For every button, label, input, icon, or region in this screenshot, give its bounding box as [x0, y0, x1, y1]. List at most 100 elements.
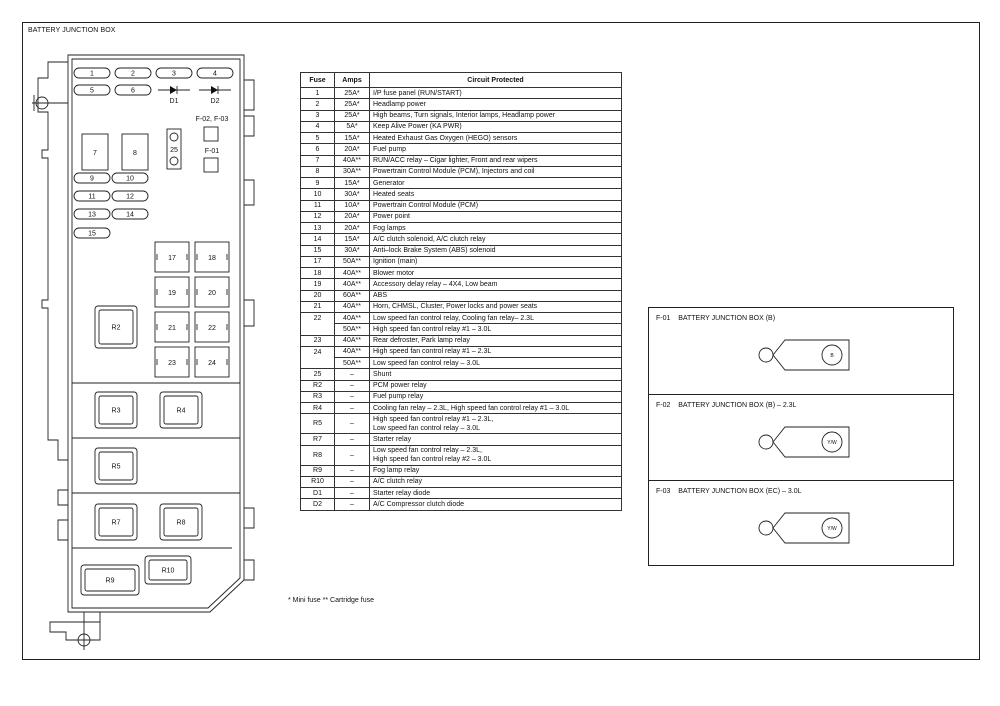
diode-label: D2: [211, 98, 220, 105]
amps-cell: –: [334, 433, 370, 446]
fuse-cell: 5: [300, 131, 335, 145]
fuse-label: 23: [168, 360, 176, 367]
fuse-cell: R2: [300, 379, 335, 392]
junction-box-outline: [32, 54, 255, 650]
circuit-cell: High speed fan control relay #1 – 2.3L, …: [369, 413, 622, 435]
fuse-cell: 18: [300, 266, 335, 280]
connector-f03: F-03 BATTERY JUNCTION BOX (EC) – 3.0L Y/…: [649, 480, 953, 566]
relay-outer: [94, 391, 138, 429]
amps-cell: 15A*: [334, 176, 370, 190]
fuse-cell: 7: [300, 154, 335, 167]
circuit-cell: A/C clutch solenoid, A/C clutch relay: [369, 233, 622, 246]
diode-symbol: [211, 86, 218, 94]
fuse-label: 17: [168, 255, 176, 262]
amps-cell: 50A**: [334, 255, 370, 269]
cartridge-fuse: [194, 276, 230, 308]
fuse-cell: R5: [300, 413, 335, 435]
circuit-cell: PCM power relay: [369, 379, 622, 392]
fuse-label: 13: [88, 212, 96, 219]
table-row: R5–High speed fan control relay #1 – 2.3…: [300, 413, 622, 435]
amps-cell: 30A**: [334, 165, 370, 179]
fuse-label: 24: [208, 360, 216, 367]
relay-label: R10: [162, 568, 175, 575]
header-circuit: Circuit Protected: [369, 72, 622, 88]
table-row: R4–Cooling fan relay – 2.3L, High speed …: [300, 401, 622, 415]
connector-f02: F-02 BATTERY JUNCTION BOX (B) – 2.3L Y/W: [649, 394, 953, 480]
amps-cell: 50A**: [334, 323, 370, 336]
circuit-cell: Low speed fan control relay – 3.0L: [369, 356, 622, 370]
fuse-cell: 3: [300, 109, 335, 122]
relay-outer: [94, 447, 138, 485]
relay-inner: [98, 395, 134, 425]
table-row: D1–Starter relay diode: [300, 486, 622, 500]
fuse-label: 20: [208, 290, 216, 297]
mini-fuse: [73, 172, 111, 184]
circuit-cell: Heated Exhaust Gas Oxygen (HEGO) sensors: [369, 131, 622, 145]
mini-fuse: [111, 190, 149, 202]
cartridge-fuse: [194, 311, 230, 343]
fuse-label: 2: [131, 71, 135, 78]
fuse-cell: 21: [300, 300, 335, 314]
circuit-cell: A/C Compressor clutch diode: [369, 498, 622, 511]
cartridge-fuse: [121, 133, 149, 171]
fuse-cell: R7: [300, 433, 335, 446]
relay-inner: [98, 507, 134, 537]
fuse-cell: 17: [300, 255, 335, 269]
table-row: R2–PCM power relay: [300, 379, 622, 392]
circuit-cell: Cooling fan relay – 2.3L, High speed fan…: [369, 401, 622, 415]
circuit-cell: Headlamp power: [369, 98, 622, 111]
amps-cell: 15A*: [334, 233, 370, 246]
connector-icon: Y/W: [758, 512, 850, 544]
amps-cell: 10A*: [334, 199, 370, 212]
table-row: 50A**High speed fan control relay #1 – 3…: [300, 323, 622, 336]
circuit-cell: Fog lamps: [369, 221, 622, 235]
housing-inner: [71, 58, 241, 609]
fuse-cell: 12: [300, 210, 335, 224]
fuse-cell: R8: [300, 444, 335, 466]
fuse-cell: 15: [300, 244, 335, 257]
fuse-label: 4: [213, 71, 217, 78]
connector-icon: Y/W: [758, 426, 850, 458]
housing-tab: [57, 489, 68, 506]
fuse-cell: R10: [300, 475, 335, 489]
connector-icon: B: [758, 339, 850, 371]
amps-cell: –: [334, 475, 370, 489]
circuit-cell: Low speed fan control relay – 2.3L, High…: [369, 444, 622, 466]
amps-cell: –: [334, 464, 370, 477]
fuse-label: 19: [168, 290, 176, 297]
fuse-cell: 11: [300, 199, 335, 212]
fuse-label: 15: [88, 231, 96, 238]
relay-label: R9: [106, 578, 115, 585]
mini-fuse: [73, 67, 111, 79]
connector-ref-label: F-02, F-03: [196, 116, 229, 123]
fuse-label: 12: [126, 194, 134, 201]
diagram-frame: [22, 22, 980, 660]
relay-label: R4: [177, 408, 186, 415]
cartridge-fuse: [154, 346, 190, 378]
amps-cell: 40A**: [334, 300, 370, 314]
circuit-cell: Starter relay diode: [369, 486, 622, 500]
fuse-cell: 22: [300, 311, 335, 324]
amps-cell: 20A*: [334, 143, 370, 156]
connector-label: F-03 BATTERY JUNCTION BOX (EC) – 3.0L: [656, 488, 802, 495]
table-row: R7–Starter relay: [300, 433, 622, 446]
amps-cell: –: [334, 413, 370, 435]
relay-label: R5: [112, 464, 121, 471]
circuit-cell: Low speed fan control relay, Cooling fan…: [369, 311, 622, 325]
mini-fuse: [73, 208, 111, 220]
amps-cell: –: [334, 444, 370, 466]
fuse-cell: [300, 323, 335, 336]
left-bracket: [37, 61, 68, 461]
fuse-cell: 2: [300, 98, 335, 111]
